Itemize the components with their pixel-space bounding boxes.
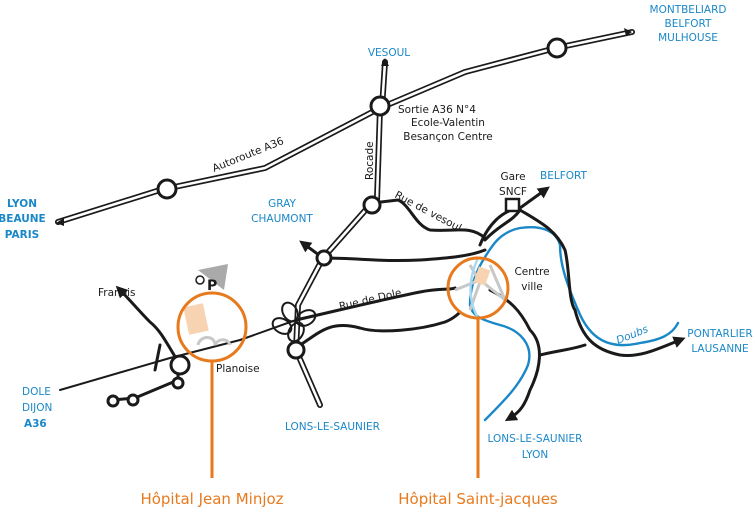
dest-line: LYON [7,198,37,210]
dest-vesoul: VESOUL [368,47,410,59]
train-station-icon [504,197,521,213]
dest-line: MONTBELIARD [650,4,727,16]
dest-line: BELFORT [665,18,713,30]
hospital-building [473,266,491,286]
label-rocade: Rocade [364,141,376,180]
hospital-building [183,303,209,335]
label-rue-dole: Rue de Dole [338,287,403,313]
hospital-minjoz-label[interactable]: Hôpital Jean Minjoz [140,490,283,508]
dest-line: CHAUMONT [251,213,313,225]
place-line: Centre [514,266,549,278]
dest-lyon-west: LYON BEAUNE PARIS [0,198,46,241]
hospital-saint-jacques-zone[interactable] [446,256,510,478]
dest-pontarlier: PONTARLIER LAUSANNE [687,328,752,355]
dest-line: PONTARLIER [687,328,752,340]
dest-lons-west: LONS-LE-SAUNIER [285,421,380,433]
dest-line: PARIS [5,229,39,241]
label-exit-4: Sortie A36 N°4 Ecole-Valentin Besançon C… [398,104,493,143]
roundabout-small [171,376,185,390]
place-line: SNCF [499,186,527,198]
hospital-minjoz-zone[interactable]: P [176,264,248,478]
dest-montbeliard: MONTBELIARD BELFORT MULHOUSE [650,4,727,44]
place-line: Ecole-Valentin [411,117,485,129]
label-franois: Franois [98,287,136,299]
roundabout-west [156,178,178,200]
arrow-east-icon [624,28,632,36]
roundabout-rocade [362,195,382,215]
roundabout-small [106,394,120,408]
arrow-west-icon [56,218,64,226]
dest-line: MULHOUSE [658,32,718,44]
label-rue-vesoul: Rue de vesoul [393,189,464,234]
dest-line: BEAUNE [0,213,46,225]
dest-line: LYON [522,449,548,461]
label-gare-sncf: Gare SNCF [499,171,527,198]
cloverleaf-interchange [271,301,317,343]
label-centre-ville: Centre ville [514,266,549,293]
dest-line: LONS-LE-SAUNIER [488,433,583,445]
place-line: Sortie A36 N°4 [398,104,476,116]
place-line: Gare [500,171,525,183]
dest-line: A36 [24,418,47,430]
dest-line: LAUSANNE [691,343,748,355]
hospital-saint-jacques-label[interactable]: Hôpital Saint-jacques [398,490,558,508]
roundabout-east [546,37,568,59]
arrow-north-icon [381,58,389,66]
dest-line: GRAY [268,198,296,210]
roundabout-planoise [169,354,191,376]
dest-gray: GRAY CHAUMONT [251,198,313,225]
parking-marker [198,264,228,290]
place-line: ville [521,281,542,293]
parking-node-icon [195,275,205,285]
parking-icon: P [207,278,217,294]
dest-dole: DOLE DIJON A36 [22,386,52,430]
dest-belfort: BELFORT [540,170,588,182]
roundabouts [106,37,568,408]
roundabout-gray [315,249,333,267]
roundabout-small [126,393,140,407]
dest-lons-south: LONS-LE-SAUNIER LYON [488,433,583,461]
dest-line: DOLE [22,386,51,398]
roundabout-lons [286,340,306,360]
autoroute-a36 [55,28,635,226]
label-planoise: Planoise [216,363,260,375]
roundabout-exit-4 [369,95,391,117]
river-doubs [468,226,680,422]
dest-line: DIJON [22,402,52,414]
place-line: Besançon Centre [403,131,493,143]
